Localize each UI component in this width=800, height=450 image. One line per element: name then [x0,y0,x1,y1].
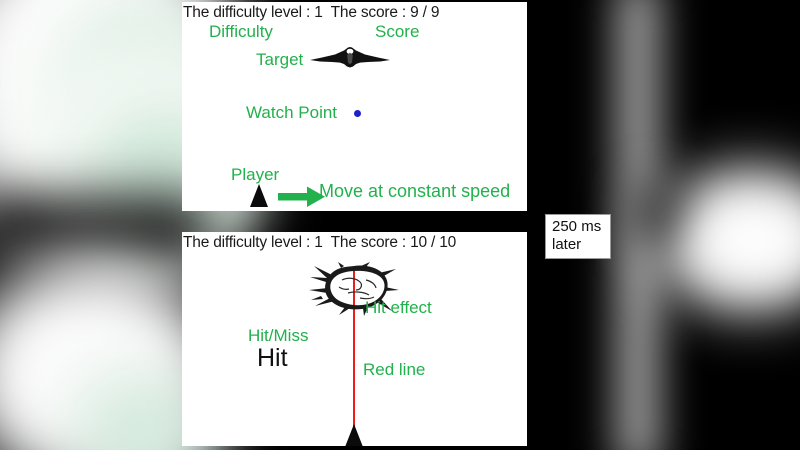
red-line-shot [352,270,355,446]
hud-bar-bottom: The difficulty level : 1 The score : 10 /… [182,234,527,252]
label-target: Target [256,50,304,69]
label-hit-miss: Hit/Miss [248,326,309,345]
timing-caption-line1: 250 ms [552,218,602,235]
before-shot-frame: The difficulty level : 1 The score : 9 / … [182,2,527,211]
label-move-constant-speed: Move at constant speed [319,181,511,201]
stealth-bomber-icon [308,46,392,77]
label-red-line: Red line [363,360,426,379]
background-blur-shape [690,195,800,285]
timing-caption-line2: later [552,236,582,253]
watch-point-dot-icon [354,110,361,117]
move-arrow-icon [278,186,326,208]
hud-bar-top: The difficulty level : 1 The score : 9 / … [182,4,527,22]
background-blur-shape [0,196,210,272]
label-player: Player [231,165,280,184]
score-readout: The score : 10 / 10 [330,234,457,251]
after-shot-frame: The difficulty level : 1 The score : 10 /… [182,232,527,446]
difficulty-readout: The difficulty level : 1 [183,4,323,21]
label-watch-point: Watch Point [246,103,338,122]
timing-caption: 250 ms later [545,214,611,259]
difficulty-readout: The difficulty level : 1 [183,234,323,251]
label-hit-effect: Hit effect [365,298,432,317]
player-triangle-icon [343,424,365,446]
hit-result-value: Hit [257,344,288,372]
score-readout: The score : 9 / 9 [330,4,440,21]
label-score: Score [375,22,420,41]
player-triangle-icon [248,184,270,211]
label-difficulty: Difficulty [209,22,273,41]
background-blur-shape [630,185,690,245]
explosion-crack-icon [308,262,400,321]
